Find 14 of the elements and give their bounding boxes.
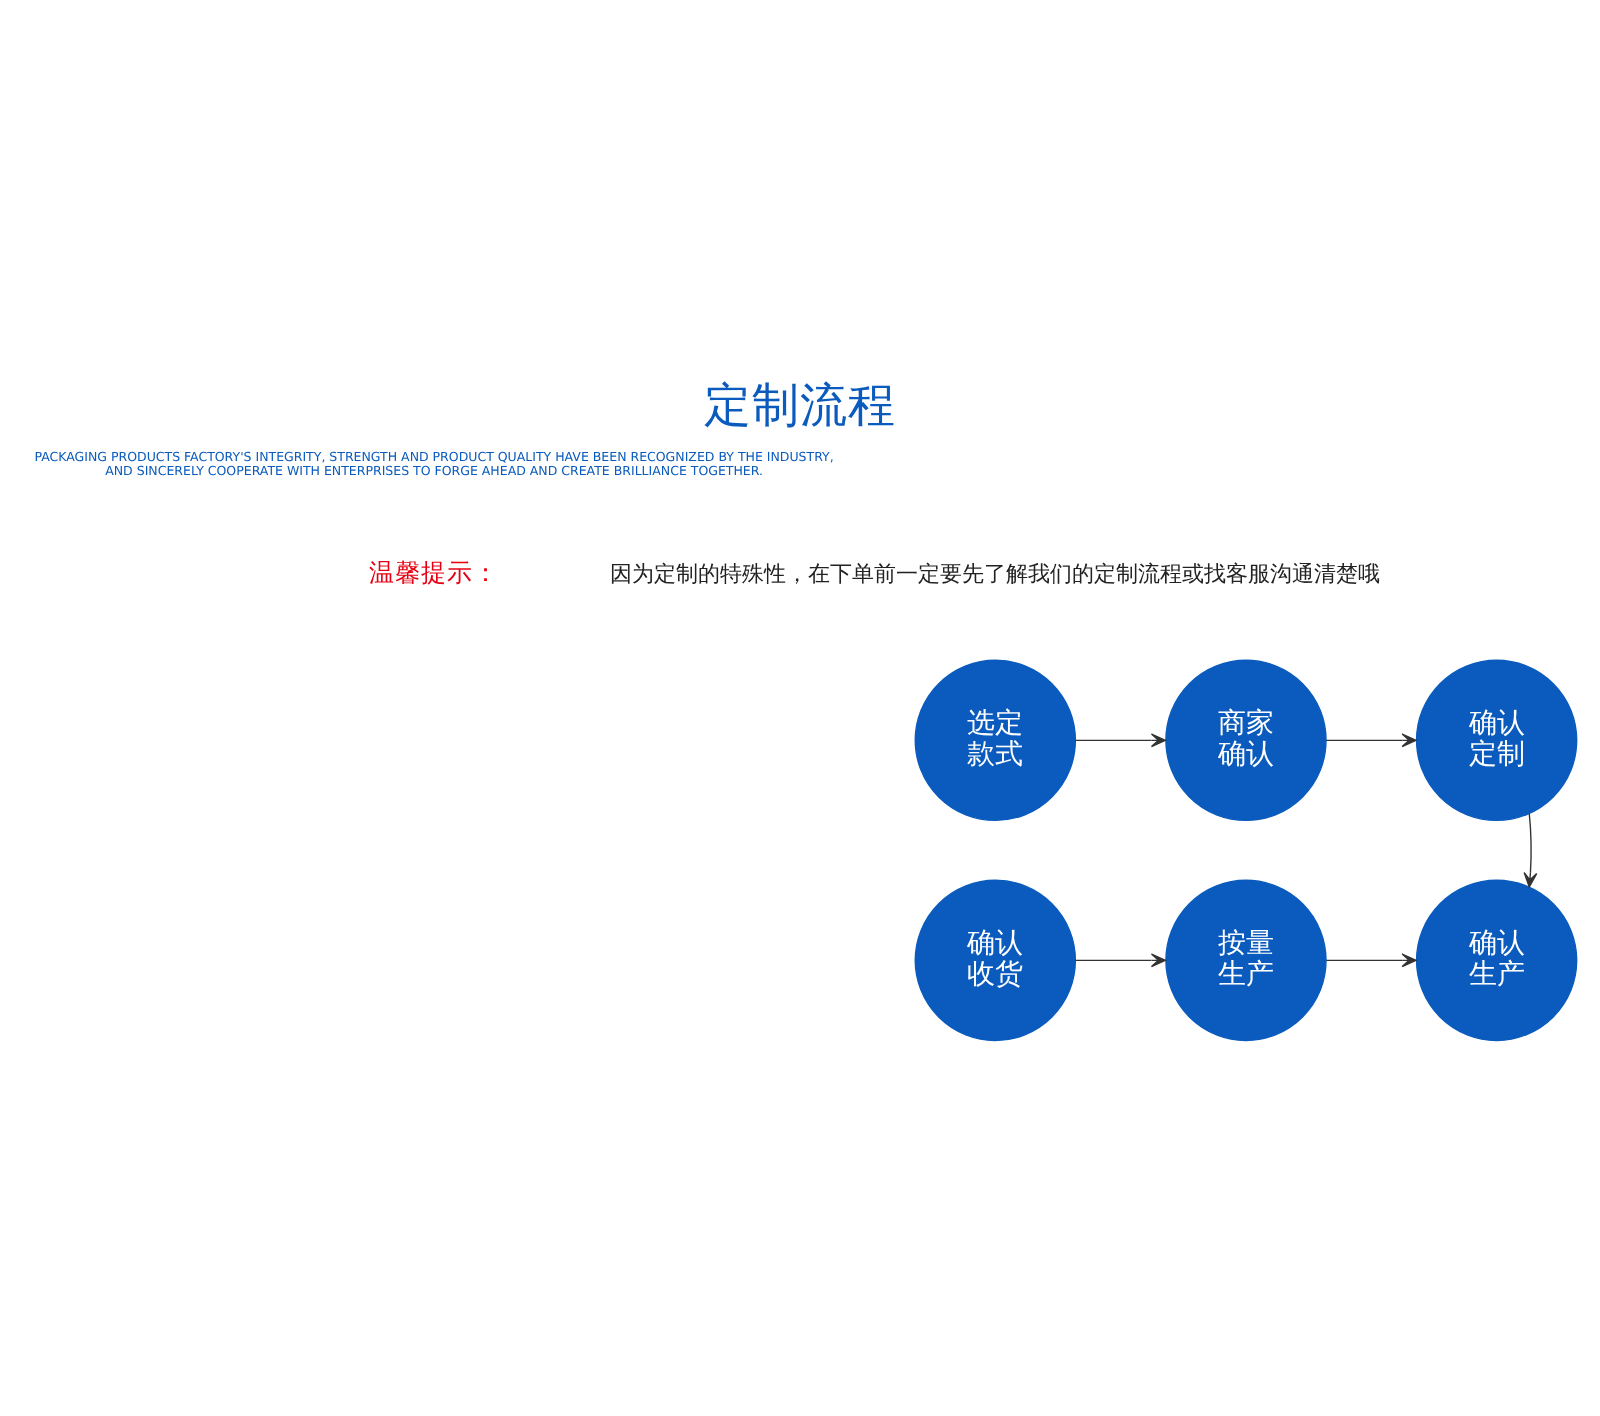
node-circle: 选定款式 <box>914 658 1077 821</box>
node-circle: 确认定制 <box>1415 658 1578 821</box>
arrow <box>1074 732 1167 747</box>
node-circle: 确认生产 <box>1415 878 1578 1041</box>
arrow <box>1523 811 1538 887</box>
label: 因为定制的特殊性，在下单前一定要先了解我们的定制流程或找客服沟通清楚哦 <box>610 559 1381 586</box>
arrow <box>1325 732 1417 747</box>
node-circle: 确认收货 <box>914 878 1077 1041</box>
arrow <box>1325 952 1417 967</box>
arrow <box>1074 952 1167 967</box>
node-circle: 按量生产 <box>1165 878 1327 1041</box>
label: 温馨提示： <box>369 556 500 587</box>
diagram-title: 定制流程 <box>704 376 896 433</box>
node-circle: 商家确认 <box>1165 658 1327 821</box>
